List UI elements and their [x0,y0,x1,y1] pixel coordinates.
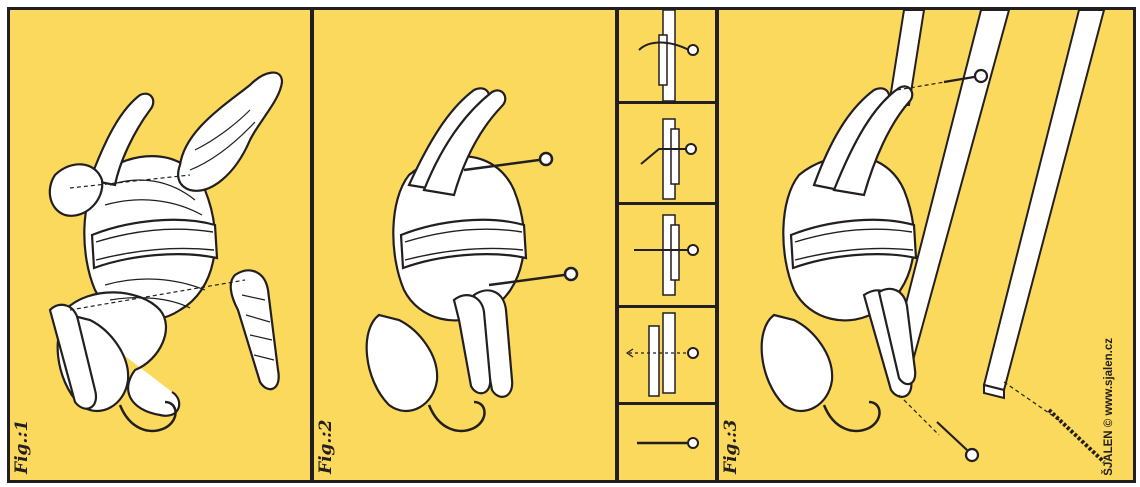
detail-step [619,308,715,405]
split-pin-icon [619,10,715,101]
detail-step [619,205,715,308]
copyright-credit: ŠJALEN © www.sjalen.cz [1103,338,1115,476]
figure-2-panel: Fig.:2 [312,7,617,483]
figure-3-label: Fig.:3 [721,420,741,474]
figure-1-label: Fig.:1 [12,420,32,474]
figure-3-panel: Fig.:3 ŠJALEN © www.sjalen.cz [717,7,1136,483]
elephant-leg-icon [178,73,282,191]
figure-2-illustration [314,10,617,483]
split-pin-detail-panel [617,7,717,483]
figure-3-illustration [719,10,1135,483]
split-pin-icon [619,308,715,402]
figure-2-label: Fig.:2 [316,420,336,474]
detail-step [619,104,715,205]
alignment-line [1004,382,1104,462]
elephant-body-icon [762,86,916,431]
split-pin-icon [619,205,715,305]
wooden-strip-icon [889,10,1104,398]
detail-step [619,405,715,483]
split-pin-icon [619,405,715,483]
detail-step [619,10,715,104]
elephant-body-icon [367,88,526,431]
split-pin-icon [899,395,978,461]
figure-1-illustration [10,10,312,483]
split-pin-icon [619,104,715,202]
elephant-leg-icon [231,270,279,389]
figure-1-panel: Fig.:1 [7,7,312,483]
